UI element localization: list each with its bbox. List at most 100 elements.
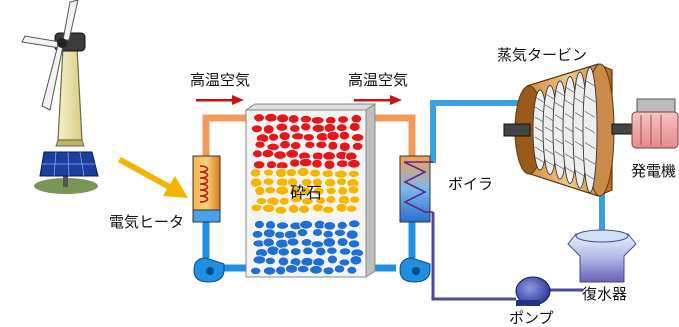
stone xyxy=(250,124,263,134)
stone xyxy=(275,167,288,178)
stone xyxy=(264,112,278,123)
stone xyxy=(338,258,351,267)
stone xyxy=(250,266,262,275)
stone xyxy=(290,194,303,204)
pump-label: ポンプ xyxy=(509,309,554,327)
stone xyxy=(277,247,290,257)
stone xyxy=(322,266,335,276)
blade xyxy=(544,148,556,156)
stone xyxy=(349,255,363,266)
stone xyxy=(338,247,352,256)
stone xyxy=(311,177,323,187)
stone xyxy=(261,203,276,213)
stone xyxy=(298,204,311,214)
blade xyxy=(554,151,566,158)
stone xyxy=(345,229,359,240)
stone xyxy=(312,257,326,267)
stone xyxy=(335,123,348,133)
stone xyxy=(249,168,262,178)
stone xyxy=(304,140,316,149)
blade xyxy=(584,173,596,181)
blade xyxy=(544,93,556,100)
flow-arrow-icon xyxy=(354,95,402,105)
stone xyxy=(310,116,325,125)
stone xyxy=(265,160,277,170)
blade xyxy=(584,126,596,134)
blade xyxy=(534,96,546,104)
stone xyxy=(315,140,328,149)
stone xyxy=(266,245,280,256)
stone xyxy=(302,133,315,142)
stone xyxy=(296,228,309,238)
stone xyxy=(265,220,276,231)
blade xyxy=(564,153,576,161)
stone xyxy=(336,220,348,230)
stone xyxy=(301,197,314,206)
stone xyxy=(312,228,323,237)
stone xyxy=(337,115,349,124)
stone xyxy=(336,177,348,186)
steam-turbine xyxy=(503,63,635,197)
heater-blower xyxy=(193,257,225,283)
stone xyxy=(252,149,264,158)
stone xyxy=(275,185,290,196)
stone xyxy=(335,159,350,168)
stone xyxy=(275,265,287,276)
stone xyxy=(321,205,335,214)
stone xyxy=(300,238,313,247)
stone xyxy=(286,177,299,188)
boiler-label: ボイラ xyxy=(448,175,494,193)
stone xyxy=(287,114,300,124)
stone xyxy=(268,132,280,142)
generator-label: 発電機 xyxy=(631,162,677,180)
stone xyxy=(296,166,310,177)
stone xyxy=(313,186,325,196)
blade xyxy=(584,95,596,103)
boiler xyxy=(399,155,433,223)
stone xyxy=(323,221,337,231)
stone xyxy=(300,256,315,267)
blade xyxy=(584,142,596,149)
stone xyxy=(315,246,327,257)
stone xyxy=(321,169,334,179)
stone xyxy=(337,186,349,196)
stone xyxy=(348,122,361,132)
stone xyxy=(347,159,361,169)
stone xyxy=(262,124,275,135)
stone xyxy=(326,246,338,255)
blade xyxy=(534,156,546,164)
stone xyxy=(276,113,290,124)
stone xyxy=(338,130,350,141)
blade xyxy=(584,79,596,87)
air-pipes xyxy=(202,114,416,272)
stone xyxy=(252,255,267,265)
stone xyxy=(277,256,290,267)
stone xyxy=(299,219,313,230)
blade xyxy=(564,86,576,94)
stone xyxy=(345,204,358,213)
stone xyxy=(299,186,312,196)
stone xyxy=(327,140,339,151)
stone xyxy=(278,196,290,206)
stone xyxy=(322,237,336,248)
stone xyxy=(278,131,291,141)
stone xyxy=(262,177,275,186)
stone xyxy=(347,169,360,178)
stone xyxy=(283,229,298,240)
stone xyxy=(338,141,351,152)
blade xyxy=(584,111,596,118)
flow-arrow-icon xyxy=(196,95,244,105)
stone xyxy=(289,158,301,168)
stone xyxy=(348,219,361,229)
stone xyxy=(264,256,276,265)
stone xyxy=(263,168,274,177)
stone xyxy=(309,168,321,178)
stone xyxy=(322,151,336,161)
stone xyxy=(253,219,265,230)
stone xyxy=(324,178,337,188)
stone xyxy=(289,124,301,133)
stone xyxy=(326,254,338,265)
stone xyxy=(262,266,277,276)
stone xyxy=(291,132,305,141)
stone xyxy=(322,230,334,239)
